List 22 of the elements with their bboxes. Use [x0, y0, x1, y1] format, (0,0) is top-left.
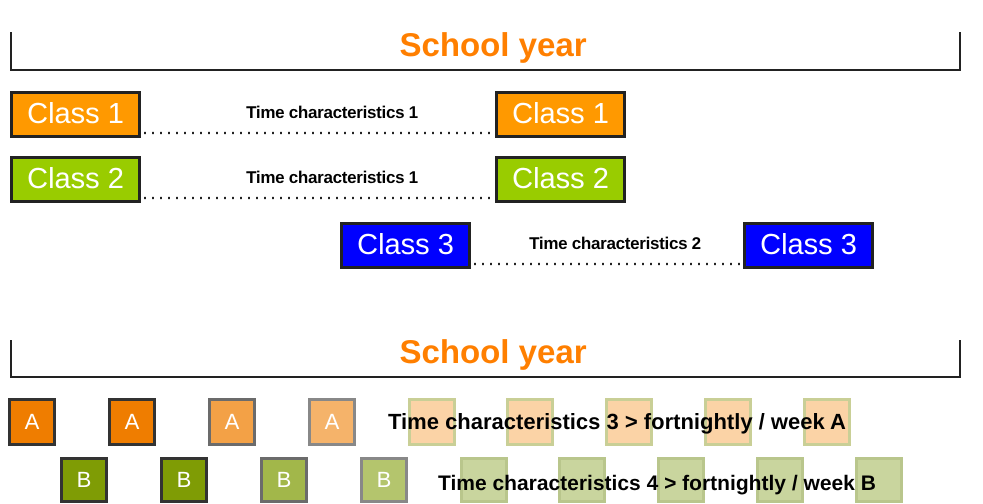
class-box: B	[160, 457, 208, 503]
class-box: Class 2	[10, 156, 141, 203]
class-box: Class 3	[340, 222, 471, 269]
dotted-connector	[144, 196, 492, 200]
class-box: A	[308, 398, 356, 446]
class-box: Class 2	[495, 156, 626, 203]
class-box: Class 1	[495, 91, 626, 138]
dotted-connector	[144, 132, 492, 134]
class-box: A	[208, 398, 256, 446]
schedule-note: Time characteristics 3 > fortnightly / week A	[388, 409, 846, 435]
class-box: Class 1	[10, 91, 141, 138]
class-box: B	[360, 457, 408, 503]
class-box: A	[108, 398, 156, 446]
period-heading: School year	[399, 26, 587, 64]
faded-box	[855, 457, 903, 503]
class-box: B	[60, 457, 108, 503]
schedule-note: Time characteristics 4 > fortnightly / week B	[438, 472, 876, 496]
dotted-connector	[474, 262, 740, 266]
period-heading: School year	[399, 333, 587, 371]
class-box: B	[260, 457, 308, 503]
class-box: A	[8, 398, 56, 446]
class-box: Class 3	[743, 222, 874, 269]
